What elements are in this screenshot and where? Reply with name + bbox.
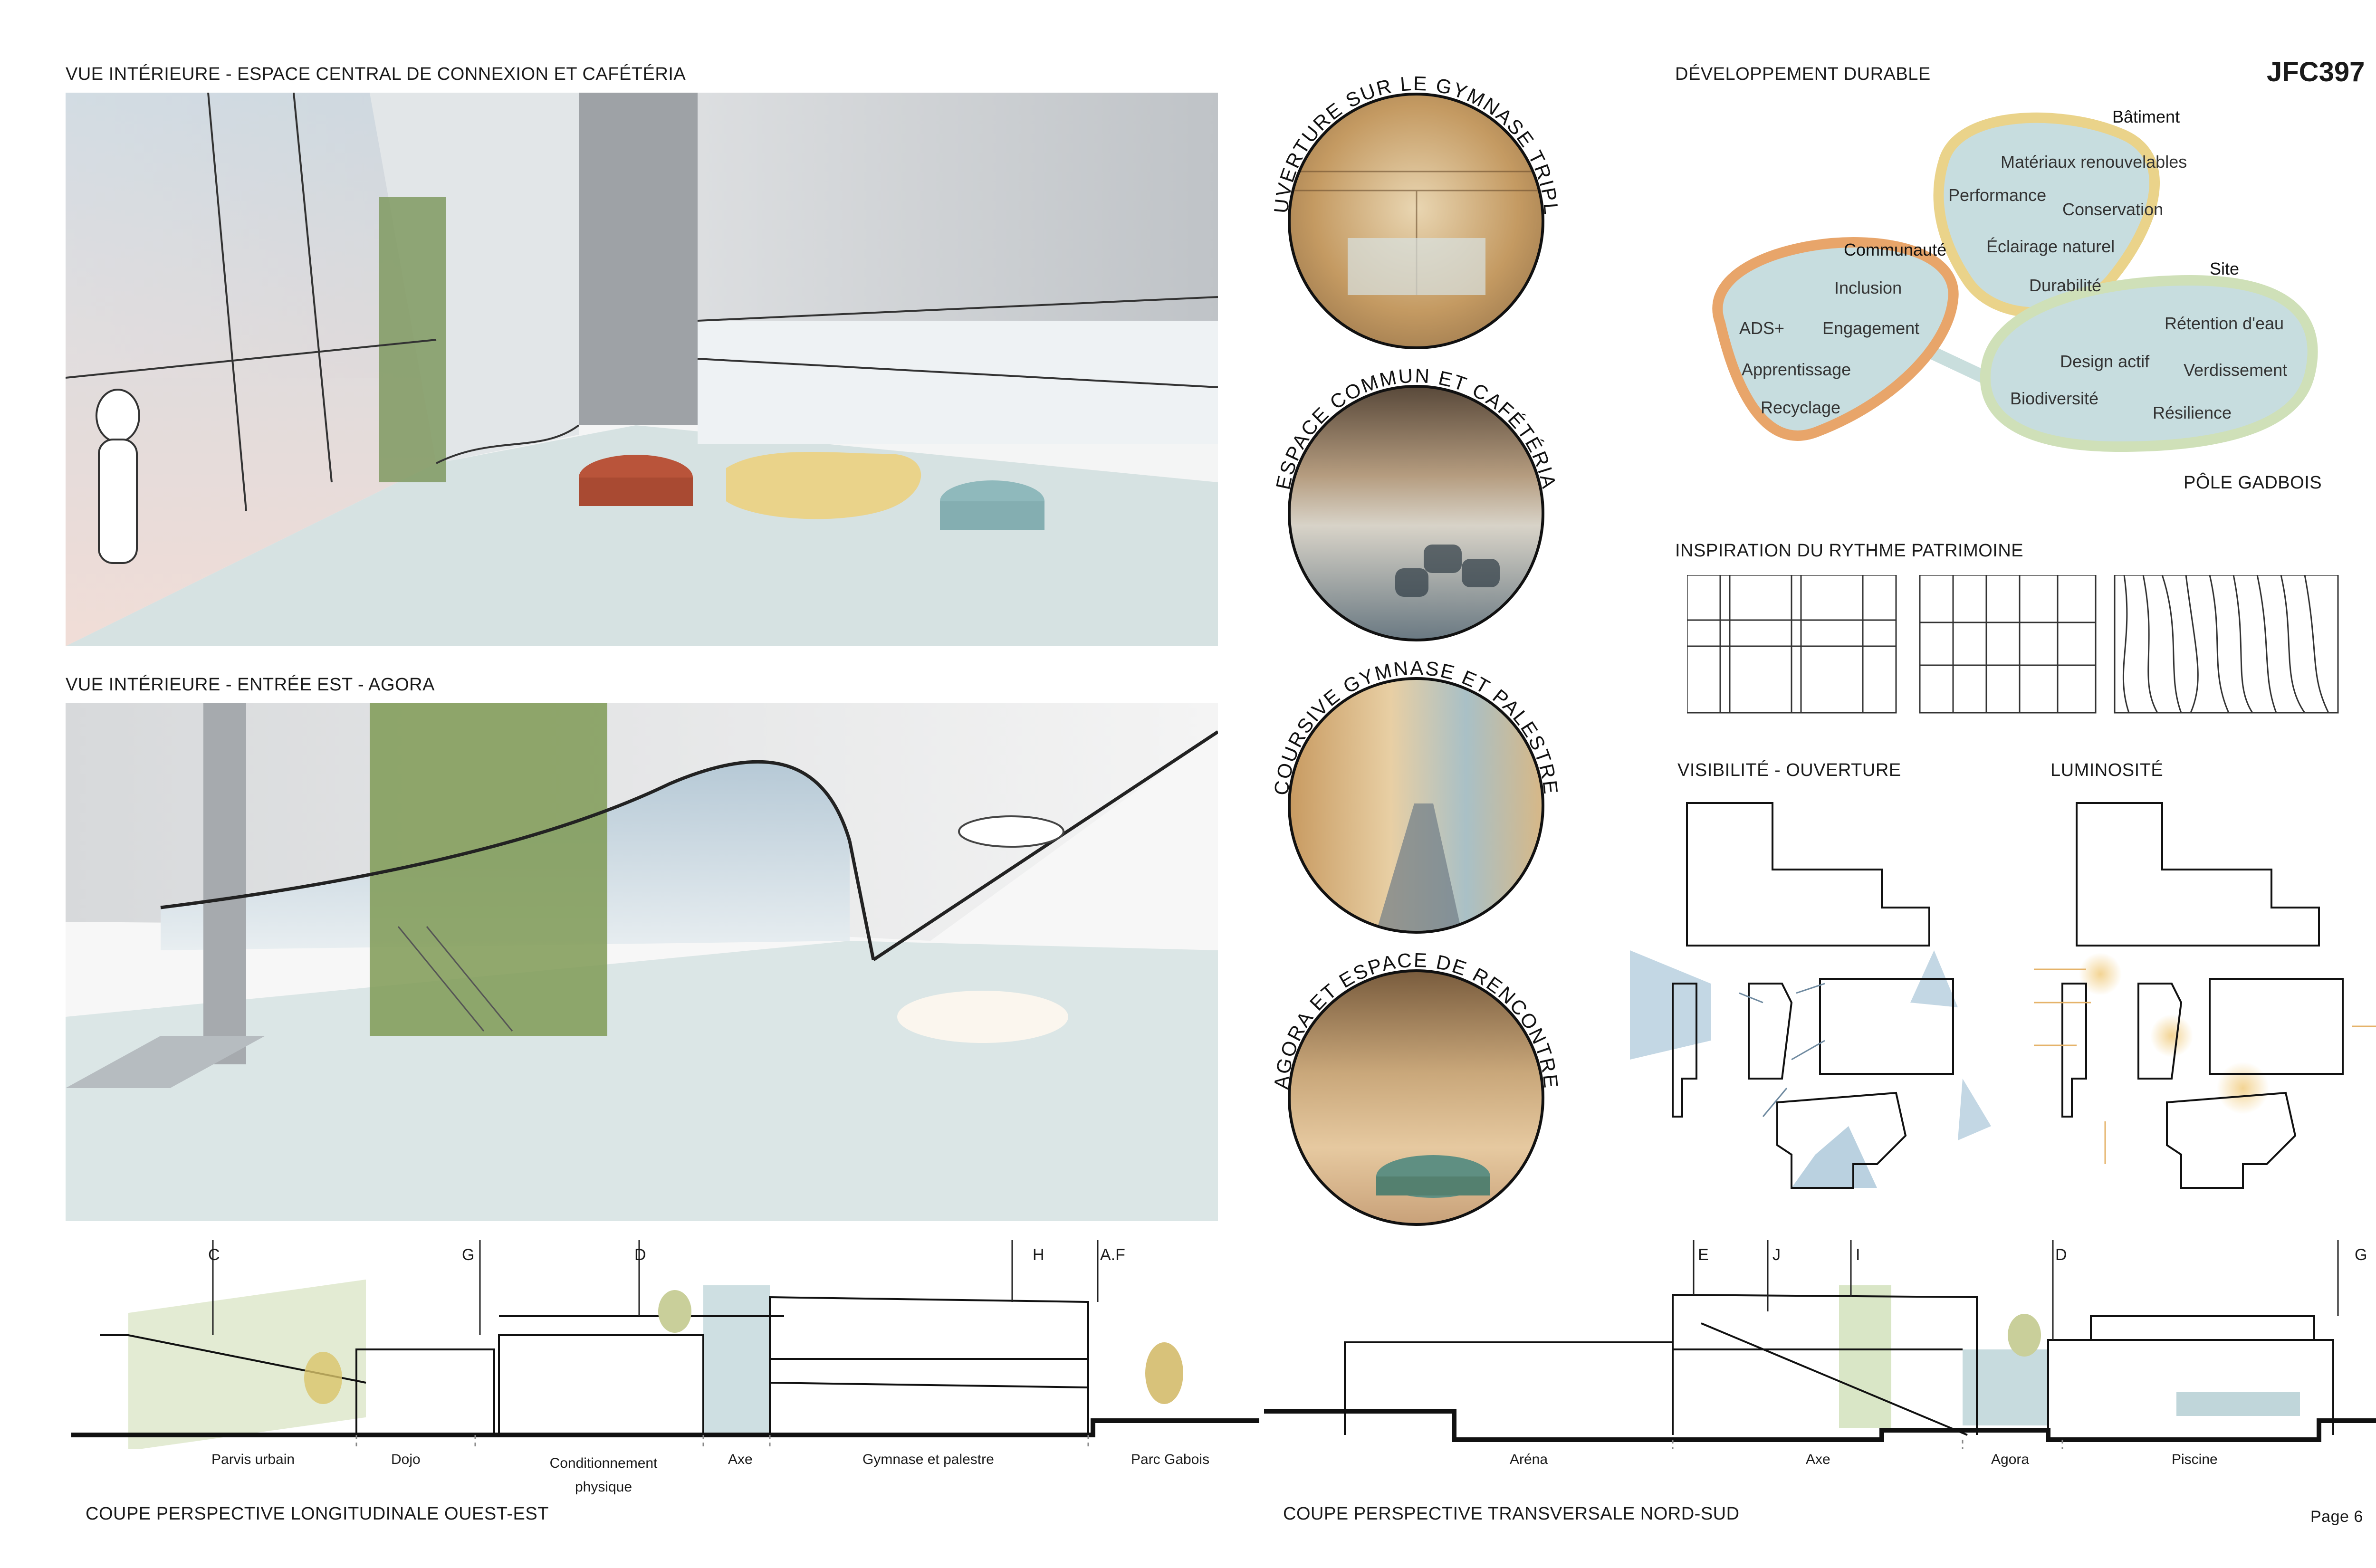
group-item: Résilience	[2153, 403, 2232, 422]
photo-agora	[1288, 969, 1544, 1226]
group-item: Verdissement	[2184, 360, 2288, 380]
sustainability-title: DÉVELOPPEMENT DURABLE	[1675, 64, 1931, 84]
group-item: Recyclage	[1761, 398, 1841, 417]
page-number: Page 6	[2310, 1508, 2363, 1526]
zone-label: Dojo	[391, 1452, 421, 1467]
section-marker: G	[462, 1246, 475, 1264]
longitudinal-section	[71, 1240, 1259, 1449]
zone-label: Gymnase et palestre	[862, 1452, 994, 1467]
group-item: ADS+	[1739, 318, 1785, 338]
section-marker: C	[208, 1246, 220, 1264]
group-item: Inclusion	[1834, 278, 1902, 297]
heritage-rhythm-panels	[1687, 575, 2339, 714]
section-marker: H	[1033, 1246, 1044, 1264]
top-view-title: VUE INTÉRIEURE - ESPACE CENTRAL DE CONNE…	[66, 64, 686, 84]
group-name-batiment: Bâtiment	[2112, 107, 2180, 126]
top-interior-sketch	[66, 93, 1218, 646]
section-marker: G	[2355, 1246, 2367, 1264]
blob-communaute	[1712, 237, 1959, 441]
zone-label: Parc Gabois	[1131, 1452, 1210, 1467]
section-marker: E	[1698, 1246, 1709, 1264]
group-item: Conservation	[2062, 200, 2164, 219]
zone-label: Aréna	[1510, 1452, 1548, 1467]
zone-label: Piscine	[2172, 1452, 2218, 1467]
bottom-view-title: VUE INTÉRIEURE - ENTRÉE EST - AGORA	[66, 675, 435, 695]
visibility-plan	[1630, 802, 1991, 1189]
group-name-site: Site	[2210, 259, 2240, 278]
group-item: Matériaux renouvelables	[2001, 152, 2187, 172]
sustainability-diagram	[1712, 112, 2318, 452]
group-item: Biodiversité	[2010, 389, 2099, 408]
section-marker: J	[1772, 1246, 1781, 1264]
blob-site	[1980, 275, 2318, 452]
section-marker: D	[634, 1246, 646, 1264]
zone-label: Axe	[1806, 1452, 1830, 1467]
group-item: Éclairage naturel	[1986, 237, 2115, 256]
section-trans-title: COUPE PERSPECTIVE TRANSVERSALE NORD-SUD	[1283, 1504, 1740, 1524]
group-item: Durabilité	[2029, 276, 2102, 295]
photo-gymnasium	[1288, 93, 1544, 349]
project-code: JFC397	[2267, 57, 2365, 87]
bottom-interior-sketch	[66, 703, 1218, 1221]
photo-corridor	[1288, 677, 1544, 934]
group-item: Apprentissage	[1742, 360, 1851, 379]
photo-cafeteria	[1288, 385, 1544, 641]
zone-label: Agora	[1991, 1452, 2030, 1467]
group-item: Design actif	[2060, 352, 2150, 371]
group-item: Rétention d'eau	[2165, 314, 2284, 333]
blob-batiment	[1933, 112, 2160, 318]
zone-label: Axe	[728, 1452, 753, 1467]
group-item: Performance	[1948, 185, 2047, 205]
group-name-communaute: Communauté	[1844, 240, 1947, 259]
section-marker: D	[2055, 1246, 2067, 1264]
zone-label: Parvis urbain	[211, 1452, 295, 1467]
sustainability-footer: PÔLE GADBOIS	[2184, 473, 2322, 493]
heritage-title: INSPIRATION DU RYTHME PATRIMOINE	[1675, 541, 2024, 561]
section-marker: I	[1856, 1246, 1860, 1264]
section-marker: A.F	[1100, 1246, 1125, 1264]
group-item: Engagement	[1822, 318, 1920, 338]
zone-label: Conditionnement physique	[549, 1455, 658, 1495]
section-long-title: COUPE PERSPECTIVE LONGITUDINALE OUEST-ES…	[86, 1504, 549, 1524]
luminosity-title: LUMINOSITÉ	[2050, 760, 2164, 780]
visibility-title: VISIBILITÉ - OUVERTURE	[1677, 760, 1901, 780]
transversal-section	[1264, 1240, 2376, 1449]
luminosity-plan	[2034, 802, 2376, 1189]
